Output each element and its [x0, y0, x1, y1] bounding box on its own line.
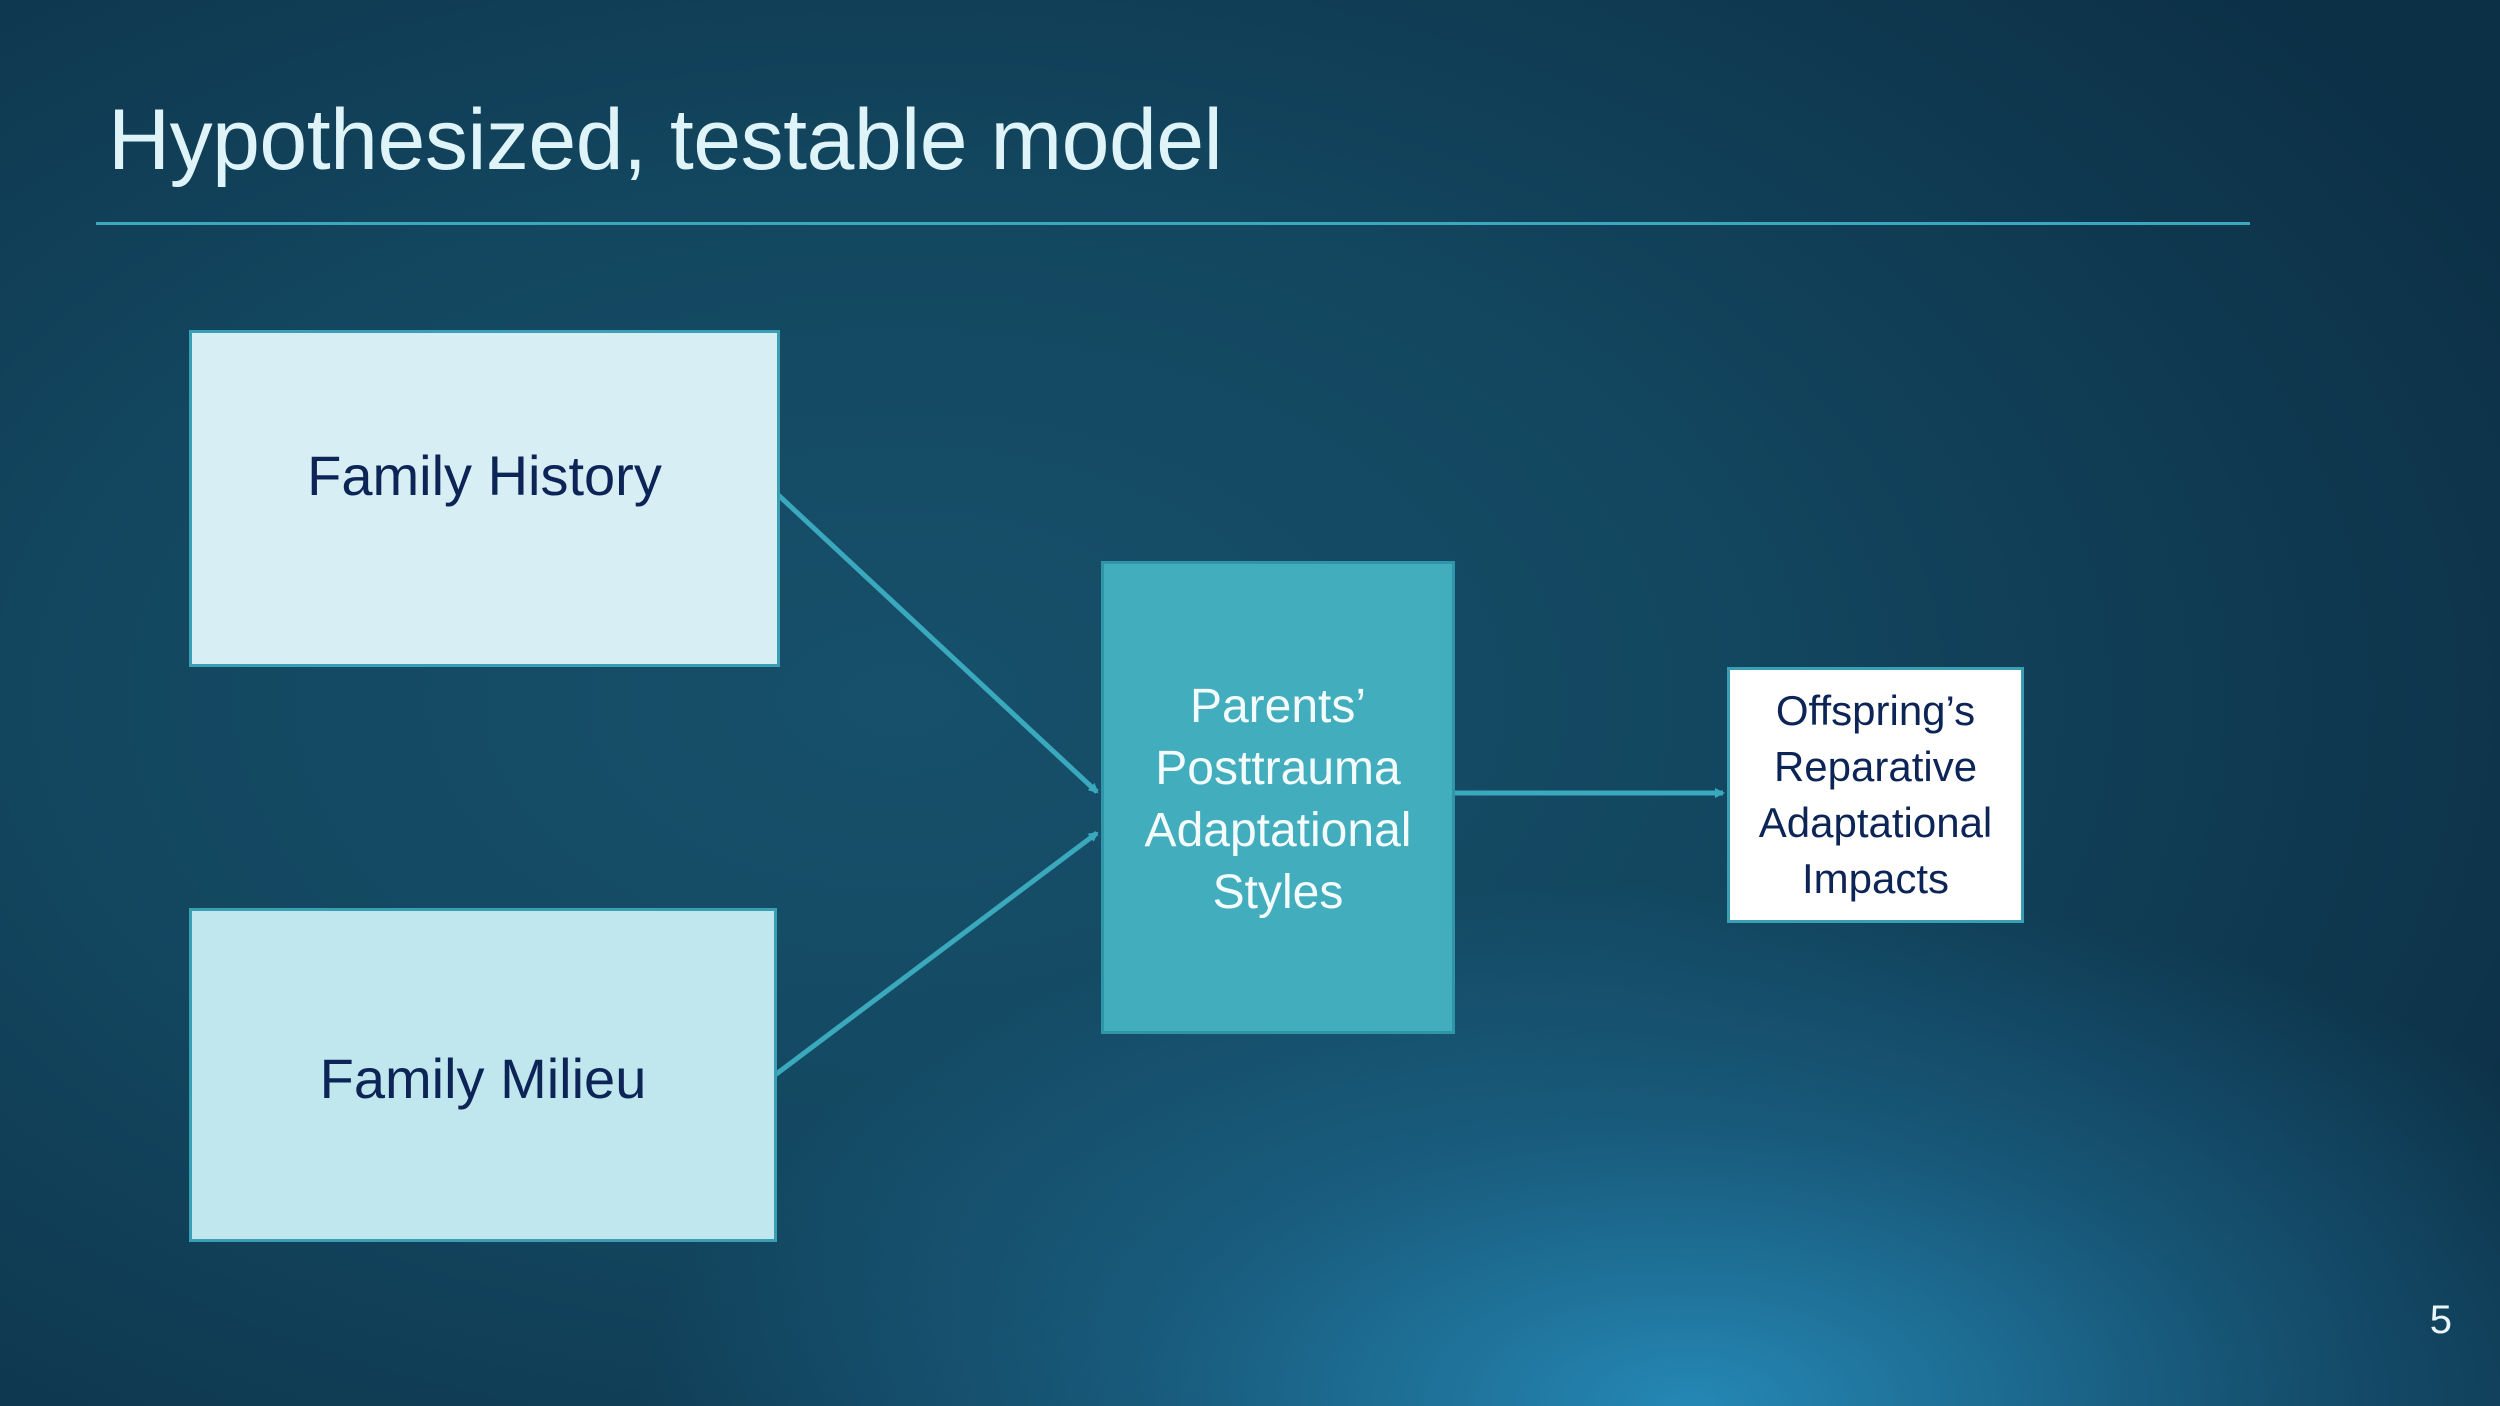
node-offspring-impacts: Offspring’s Reparative Adaptational Impa…	[1727, 667, 2024, 923]
arrow-history-to-parents	[773, 490, 1099, 794]
node-family-history-label: Family History	[307, 444, 662, 507]
title-divider	[96, 222, 2250, 225]
node-offspring-label: Offspring’s Reparative Adaptational Impa…	[1758, 687, 1993, 902]
node-family-milieu-label: Family Milieu	[319, 1047, 647, 1110]
node-family-milieu: Family Milieu	[189, 908, 777, 1242]
node-parents-label: Parents’ Posttrauma Adaptational Styles	[1144, 680, 1412, 919]
slide-title: Hypothesized, testable model	[108, 92, 1223, 188]
node-family-history: Family History	[189, 330, 780, 667]
page-number: 5	[2429, 1298, 2452, 1342]
arrow-milieu-to-parents	[773, 831, 1099, 1077]
node-parents-adaptational-styles: Parents’ Posttrauma Adaptational Styles	[1101, 561, 1455, 1034]
